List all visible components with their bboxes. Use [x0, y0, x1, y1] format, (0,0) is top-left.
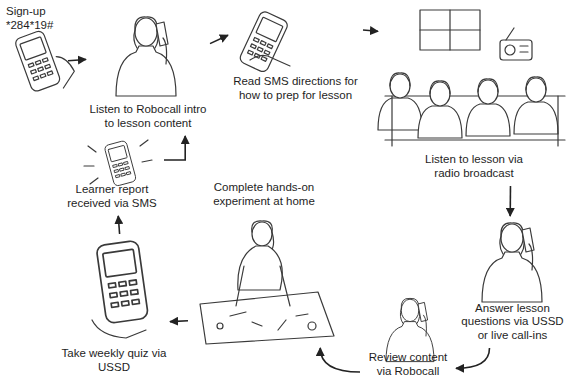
step-node: Answer lesson questions via USSD or live…: [455, 216, 570, 348]
flow-arrow: [68, 59, 86, 60]
step-caption: Listen to Robocall intro to lesson conte…: [88, 103, 208, 131]
step-node: Take weekly quiz via USSD: [58, 234, 170, 380]
flow-arrow: [456, 348, 490, 368]
phone-sketch: [96, 240, 149, 323]
flow-arrow: [118, 216, 119, 234]
phone-sketch: [238, 10, 289, 73]
person-sketch: [482, 223, 542, 302]
ray-lines: [84, 140, 152, 184]
step-node: Listen to lesson via radio broadcast: [378, 4, 570, 186]
step-caption: Read SMS directions for how to prep for …: [230, 75, 361, 103]
step-caption: Complete hands-on experiment at home: [202, 181, 326, 209]
hand-sketch: [52, 52, 78, 88]
flow-arrow: [320, 348, 360, 372]
flow-arrow: [363, 30, 378, 31]
step-caption: Learner report received via SMS: [62, 183, 162, 211]
hand-sketch: [92, 320, 146, 338]
step-caption: Answer lesson questions via USSD or live…: [459, 302, 567, 343]
step-caption: Listen to lesson via radio broadcast: [415, 153, 533, 181]
step-caption: Sign-up *284*19#: [6, 5, 66, 33]
hand-sketch: [250, 55, 290, 66]
step-node: Complete hands-on experiment at home: [188, 178, 340, 348]
step-node: Listen to Robocall intro to lesson conte…: [86, 4, 210, 136]
step-node: Read SMS directions for how to prep for …: [228, 4, 363, 108]
step-node: Review content via Robocall: [360, 292, 456, 384]
step-caption: Take weekly quiz via USSD: [60, 347, 168, 375]
step-node: Sign-up *284*19#: [4, 2, 68, 100]
step-node: Learner report received via SMS: [60, 136, 164, 216]
person-sketch: [116, 17, 176, 96]
flow-arrow: [164, 136, 185, 160]
step-caption: Review content via Robocall: [362, 351, 454, 379]
phone-sketch: [104, 140, 137, 186]
experiment-sketch: [200, 221, 334, 344]
flow-arrow: [210, 35, 228, 43]
flow-arrow: [170, 320, 188, 322]
flow-arrow: [509, 186, 511, 216]
group-sketch: [378, 10, 565, 146]
